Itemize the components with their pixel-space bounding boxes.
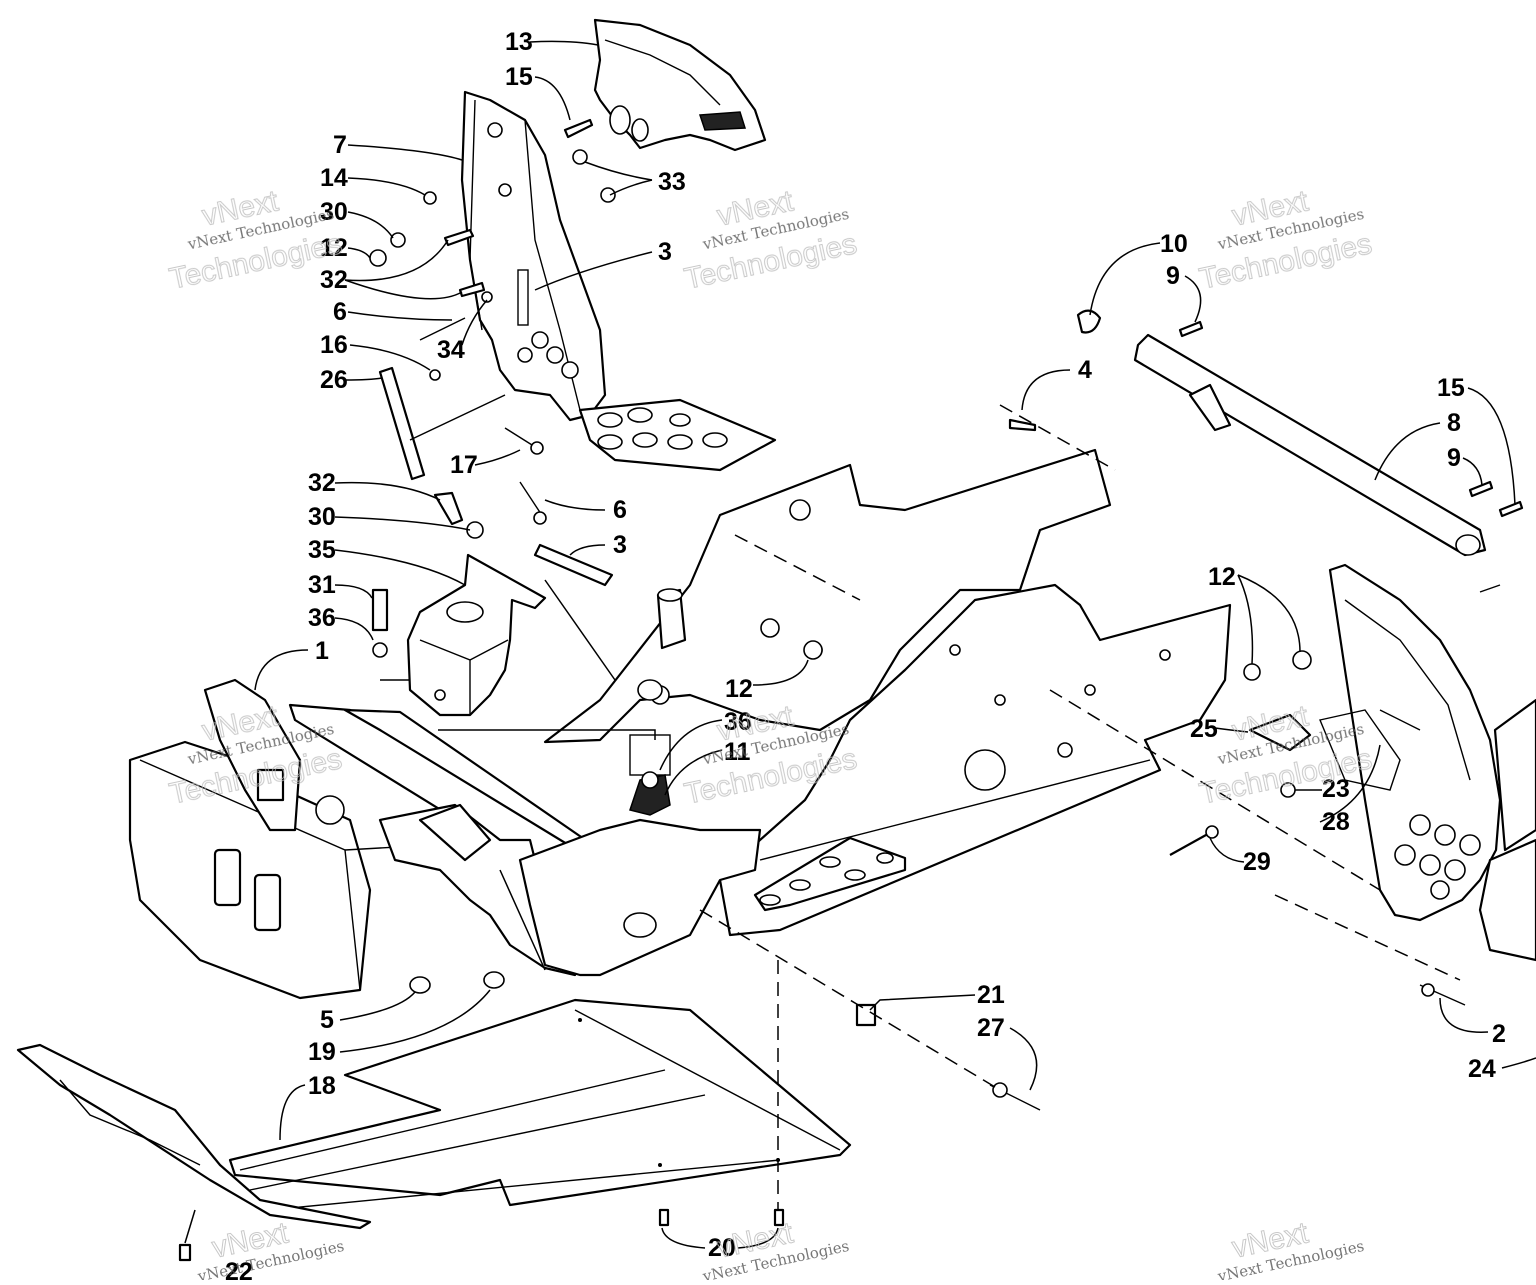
callout-36b: 36 (724, 708, 752, 736)
callout-12c: 12 (725, 675, 753, 703)
callout-15b: 15 (1437, 374, 1465, 402)
callout-9b: 9 (1447, 444, 1461, 472)
ski-skid (16, 1043, 372, 1230)
callout-23: 23 (1322, 775, 1350, 803)
callout-labels: 13 15 7 14 30 12 32 6 34 16 26 33 3 17 4… (225, 28, 1506, 1285)
hardware (178, 118, 1524, 1262)
callout-9: 9 (1166, 262, 1180, 290)
callout-28: 28 (1322, 808, 1350, 836)
cross-bar (1076, 309, 1487, 557)
callout-5: 5 (320, 1006, 334, 1034)
chassis-frame (128, 448, 1232, 1000)
callout-27: 27 (977, 1014, 1005, 1042)
callout-16: 16 (320, 331, 348, 359)
callout-12: 12 (320, 234, 348, 262)
leader-lines (184, 40, 1536, 1249)
callout-34: 34 (437, 336, 465, 364)
callout-3b: 3 (613, 531, 627, 559)
callout-17: 17 (450, 451, 478, 479)
rod (378, 366, 426, 481)
callout-3: 3 (658, 238, 672, 266)
callout-20: 20 (708, 1234, 736, 1262)
callout-21: 21 (977, 981, 1005, 1009)
callout-26: 26 (320, 366, 348, 394)
callout-18: 18 (308, 1072, 336, 1100)
steering-post (460, 90, 777, 472)
callout-4: 4 (1078, 356, 1092, 384)
callout-31: 31 (308, 571, 336, 599)
callout-6: 6 (333, 298, 347, 326)
callout-33: 33 (658, 168, 686, 196)
callout-35: 35 (308, 536, 336, 564)
callout-36: 36 (308, 604, 336, 632)
watermarks: vNext vNext Technologies Technologies vN… (166, 184, 1375, 1285)
headlight-housing (593, 18, 767, 152)
callout-15: 15 (505, 63, 533, 91)
callout-24: 24 (1468, 1055, 1496, 1083)
assembly-lines (380, 394, 1461, 1210)
callout-6b: 6 (613, 496, 627, 524)
callout-11: 11 (724, 738, 751, 766)
callout-8: 8 (1447, 409, 1461, 437)
callout-19: 19 (308, 1038, 336, 1066)
callout-32: 32 (320, 266, 348, 294)
callout-1: 1 (315, 637, 329, 665)
callout-13: 13 (505, 28, 533, 56)
callout-14: 14 (320, 164, 348, 192)
belly-pan (228, 998, 852, 1211)
callout-25: 25 (1190, 715, 1218, 743)
callout-2: 2 (1492, 1020, 1506, 1048)
callout-32b: 32 (308, 469, 336, 497)
callout-12b: 12 (1208, 563, 1236, 591)
side-panel (1319, 563, 1536, 962)
callout-30: 30 (320, 198, 348, 226)
steering-support (406, 553, 547, 717)
callout-30b: 30 (308, 503, 336, 531)
callout-7: 7 (333, 131, 347, 159)
callout-29: 29 (1243, 848, 1271, 876)
callout-10: 10 (1160, 230, 1188, 258)
